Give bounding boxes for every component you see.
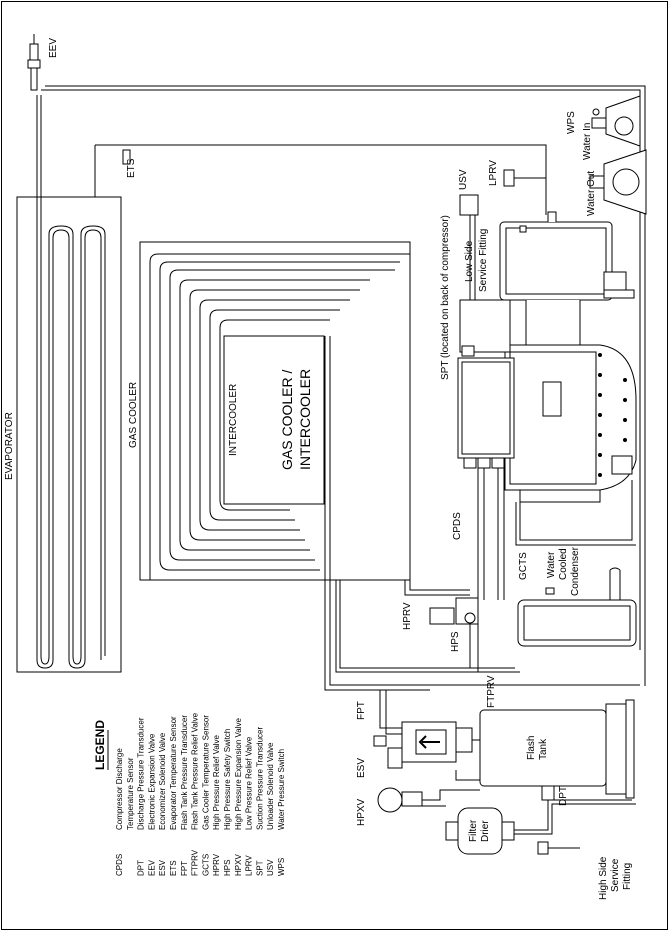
legend-description: Temperature Sensor xyxy=(126,757,135,830)
gc-ic-label-1: GAS COOLER / xyxy=(279,370,295,470)
filter-label-2: Drier xyxy=(480,820,491,842)
legend-description: Evaporator Temperature Sensor xyxy=(169,716,178,830)
wcc-label-2: Cooled xyxy=(558,548,569,580)
gas-cooler-coil xyxy=(139,241,411,581)
eev-valve xyxy=(27,34,41,91)
water-in-label: Water In xyxy=(582,123,593,160)
legend-abbr: HPRV xyxy=(212,853,221,876)
legend-abbr: FTPRV xyxy=(191,849,200,876)
fpt-label: FPT xyxy=(356,701,367,720)
evaporator-label: EVAPORATOR xyxy=(4,412,15,480)
legend-abbr: ESV xyxy=(158,859,167,876)
ets-sensor xyxy=(122,149,131,165)
legend-description: Water Pressure Switch xyxy=(277,749,286,830)
lprv-label: LPRV xyxy=(488,160,499,186)
water-out-fitting xyxy=(589,149,647,215)
water-cooled-condenser xyxy=(517,567,637,647)
legend-abbr: GCTS xyxy=(201,854,210,876)
legend-description: High Pressure Expansion Valve xyxy=(234,718,243,830)
filter-drier xyxy=(445,807,515,855)
legend-abbr: USV xyxy=(266,859,275,876)
wps-label: WPS xyxy=(566,111,577,134)
legend-abbr: CPDS xyxy=(115,854,124,876)
legend-abbr: HPXV xyxy=(234,854,243,876)
cpds-label: CPDS xyxy=(452,512,463,540)
wcc-label-3: Condenser xyxy=(570,546,581,596)
legend-abbr: EEV xyxy=(147,859,156,876)
ets-label: ETS xyxy=(126,158,137,178)
hps-switch xyxy=(464,612,476,624)
legend-title: LEGEND xyxy=(93,720,107,770)
legend-abbr: LPRV xyxy=(245,855,254,876)
legend-abbr: ETS xyxy=(169,860,178,876)
evaporator-coil xyxy=(16,95,122,673)
legend-description: High Pressure Relief Valve xyxy=(212,734,221,830)
gc-ic-label-2: INTERCOOLER xyxy=(297,369,313,470)
eev-label: EEV xyxy=(48,38,59,58)
hs-label-2: Service xyxy=(610,858,621,892)
intercooler-label: INTERCOOLER xyxy=(228,384,239,456)
legend-description: Unloader Solenoid Valve xyxy=(266,742,275,830)
gas-cooler-label: GAS COOLER xyxy=(128,382,139,448)
ftprv-valve xyxy=(453,727,473,753)
hs-label-3: Fitting xyxy=(622,863,633,890)
spt-sensor xyxy=(461,345,475,357)
spt-label: SPT (located on back of compressor) xyxy=(440,215,451,380)
legend-description: Gas Cooler Temperature Sensor xyxy=(201,715,210,830)
hs-label-1: High Side xyxy=(598,856,609,900)
high-side-fitting xyxy=(537,841,549,855)
legend-abbr: WPS xyxy=(277,858,286,876)
hprv-label: HPRV xyxy=(402,602,413,630)
usv-label: USV xyxy=(458,169,469,190)
usv-valve xyxy=(459,194,479,216)
water-out-label: Water Out xyxy=(586,171,597,216)
legend-description: Discharge Pressure Transducer xyxy=(137,717,146,830)
legend-description: Electronic Expansion Valve xyxy=(147,733,156,830)
legend-description: Suction Pressure Transducer xyxy=(255,727,264,830)
gcts-label: GCTS xyxy=(518,552,529,580)
dpt-label: DPT xyxy=(558,786,569,806)
lprv-valve xyxy=(503,169,515,187)
hprv-valve xyxy=(429,607,455,625)
legend-description: Compressor Discharge xyxy=(115,748,124,830)
hpxv-label: HPXV xyxy=(356,798,367,826)
hps-label: HPS xyxy=(450,631,461,652)
dpt-sensor xyxy=(541,785,555,801)
esv-economizer xyxy=(387,721,457,769)
compressor xyxy=(457,211,637,503)
legend-abbr: HPS xyxy=(223,860,232,876)
flash-label-2: Tank xyxy=(538,738,549,760)
legend-description: Flash Tank Pressure Relief Valve xyxy=(191,712,200,830)
legend-description: Low Pressure Relief Valve xyxy=(245,736,254,830)
wcc-label-1: Water xyxy=(546,551,557,578)
fpt-sensor xyxy=(373,735,387,747)
wps-switch xyxy=(592,108,600,116)
legend-description: Flash Tank Pressure Transducer xyxy=(180,715,189,830)
legend-abbr: DPT xyxy=(137,860,146,876)
ftprv-label: FTPRV xyxy=(486,675,497,708)
esv-label: ESV xyxy=(356,758,367,778)
water-in-fitting xyxy=(591,95,641,147)
legend-description: Economizer Solenoid Valve xyxy=(158,732,167,830)
low-side-label-1: Low Side xyxy=(464,240,475,282)
gcts-sensor xyxy=(545,587,555,595)
legend-abbr: SPT xyxy=(255,860,264,876)
hpxv-valve xyxy=(377,787,423,813)
legend-description: High Pressure Safety Switch xyxy=(223,729,232,830)
flash-tank xyxy=(479,699,635,799)
flash-label-1: Flash xyxy=(526,736,537,760)
low-side-label-2: Service Fitting xyxy=(478,229,489,292)
filter-label-1: Filter xyxy=(468,819,479,842)
legend-abbr: FPT xyxy=(180,861,189,876)
